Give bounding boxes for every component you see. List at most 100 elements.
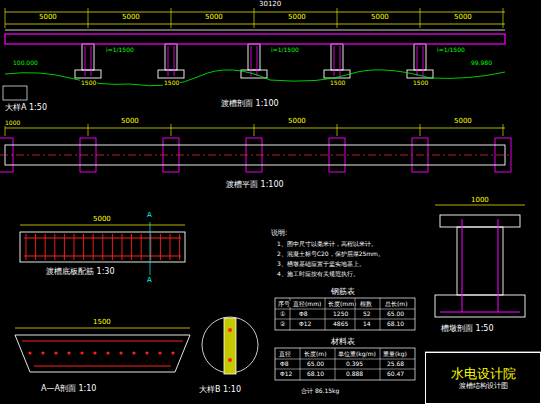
rebar-dot bbox=[54, 351, 57, 354]
pier-column bbox=[248, 44, 260, 70]
view-title: 渡槽剖面 1:100 bbox=[220, 100, 280, 108]
dimension: 5000 bbox=[204, 14, 224, 21]
table-cell: 4865 bbox=[332, 321, 349, 327]
rebar bbox=[24, 237, 181, 238]
trough-deck bbox=[5, 34, 505, 44]
table-cell: 重量(kg) bbox=[382, 351, 408, 357]
table-cell: 65.00 bbox=[306, 361, 325, 367]
dimension-tick bbox=[171, 124, 172, 136]
note-text: 说明: bbox=[270, 230, 288, 237]
rebar-dot bbox=[67, 351, 70, 354]
rebar-dot bbox=[145, 351, 148, 354]
dimension-line bbox=[5, 24, 505, 25]
rebar-dot bbox=[106, 351, 109, 354]
dimension: 5000 bbox=[38, 14, 58, 21]
pier-rebar bbox=[91, 46, 92, 76]
center-line bbox=[0, 155, 510, 156]
trough-wall-top bbox=[5, 30, 505, 31]
pier-rebar bbox=[168, 46, 169, 76]
table-cell: 25.68 bbox=[386, 361, 405, 367]
rebar-dot bbox=[93, 351, 96, 354]
dimension-tick bbox=[503, 8, 504, 28]
pier-column bbox=[165, 44, 177, 70]
table-note: 合计 86.15kg bbox=[300, 388, 340, 394]
pier-column bbox=[82, 44, 94, 70]
dimension: 5000 bbox=[120, 118, 140, 125]
view-title: 槽墩剖面 1:50 bbox=[440, 325, 495, 333]
table-rule bbox=[300, 348, 301, 380]
dimension-tick bbox=[337, 8, 338, 28]
dimension-tick bbox=[5, 8, 6, 28]
dimension: 5000 bbox=[121, 14, 141, 21]
rebar-dot bbox=[41, 351, 44, 354]
table-cell: 60.47 bbox=[386, 371, 405, 377]
note-text: 3、槽墩基础应置于坚实地基上。 bbox=[276, 261, 366, 267]
dimension-tick bbox=[171, 8, 172, 28]
dimension-line bbox=[5, 12, 505, 13]
elevation: 99.980 bbox=[470, 60, 493, 66]
pier-rebar bbox=[251, 46, 252, 76]
table-title: 材料表 bbox=[330, 338, 356, 346]
dimension: 1500 bbox=[412, 80, 429, 86]
dimension: 1500 bbox=[92, 319, 112, 326]
dimension-tick bbox=[503, 124, 504, 136]
pier-rebar bbox=[423, 46, 424, 76]
dimension-line bbox=[20, 225, 185, 226]
rebar bbox=[34, 366, 171, 367]
dimension-tick bbox=[420, 8, 421, 28]
title-text: 水电设计院 bbox=[451, 366, 516, 382]
table-cell: 1250 bbox=[332, 311, 349, 317]
table-rule bbox=[380, 298, 381, 330]
table-cell: Φ8 bbox=[279, 361, 290, 367]
slab-outline bbox=[20, 232, 185, 262]
section-mark: A bbox=[146, 212, 153, 219]
rebar-dot bbox=[119, 351, 122, 354]
table-cell: 68.10 bbox=[306, 371, 325, 377]
pier-footing bbox=[407, 70, 433, 78]
pier-rebar bbox=[257, 46, 258, 76]
table-cell: 直径(mm) bbox=[292, 301, 322, 307]
dimension-line bbox=[5, 128, 505, 129]
table-cell: Φ12 bbox=[298, 321, 312, 327]
table-rule bbox=[335, 348, 336, 380]
pier-rebar bbox=[334, 46, 335, 76]
dimension-tick bbox=[420, 124, 421, 136]
table-cell: 52 bbox=[362, 311, 372, 317]
table-cell: 长度(mm) bbox=[327, 301, 357, 307]
table-cell: 根数 bbox=[359, 301, 373, 307]
rebar bbox=[24, 255, 181, 256]
table-cell: 65.00 bbox=[386, 311, 405, 317]
pier-rebar bbox=[340, 46, 341, 76]
dimension: 5000 bbox=[453, 14, 473, 21]
dimension: 1000 bbox=[470, 197, 490, 204]
pier-column bbox=[457, 227, 503, 295]
rebar-dot bbox=[132, 351, 135, 354]
dimension-tick bbox=[337, 124, 338, 136]
rebar-dot bbox=[158, 351, 161, 354]
table-cell: Φ8 bbox=[298, 311, 309, 317]
ground-line bbox=[5, 70, 505, 86]
slope-note: i=1/1500 bbox=[105, 47, 135, 53]
dimension: 5000 bbox=[453, 118, 473, 125]
dimension-tick bbox=[88, 8, 89, 28]
rebar-table bbox=[275, 298, 415, 330]
pier-footing bbox=[435, 295, 525, 317]
table-cell: ② bbox=[279, 321, 286, 327]
dimension: 5000 bbox=[370, 14, 390, 21]
table-cell: 0.888 bbox=[345, 371, 364, 377]
view-title: 渡槽底板配筋 1:30 bbox=[45, 268, 116, 276]
detail-member bbox=[224, 318, 236, 374]
view-title: 大样A 1:50 bbox=[4, 104, 48, 112]
note-text: 1、图中尺寸以毫米计，高程以米计。 bbox=[276, 241, 378, 247]
view-title: 大样B 1:10 bbox=[198, 386, 242, 394]
view-title: 渡槽平面 1:100 bbox=[225, 181, 285, 189]
table-cell: 0.395 bbox=[345, 361, 364, 367]
pier-column bbox=[414, 44, 426, 70]
dimension: 1500 bbox=[329, 80, 346, 86]
section-line bbox=[150, 222, 151, 275]
pier-column bbox=[331, 44, 343, 70]
dimension: 1500 bbox=[163, 80, 180, 86]
pier-rebar bbox=[417, 46, 418, 76]
